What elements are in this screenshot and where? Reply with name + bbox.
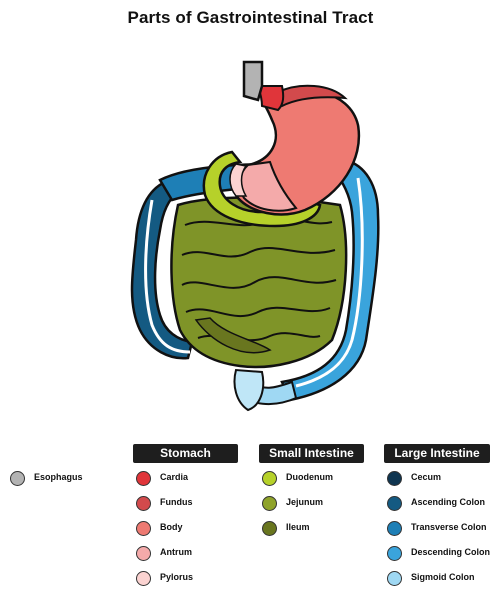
legend-item-fundus: Fundus	[136, 496, 246, 514]
legend-label: Body	[160, 522, 183, 532]
legend-label: Esophagus	[34, 472, 83, 482]
legend-label: Ileum	[286, 522, 310, 532]
body-swatch	[136, 521, 151, 536]
legend-label: Antrum	[160, 547, 192, 557]
legend-item-transverse-colon: Transverse Colon	[387, 521, 499, 539]
transverse-colon-swatch	[387, 521, 402, 536]
ileum-swatch	[262, 521, 277, 536]
legend-label: Ascending Colon	[411, 497, 485, 507]
legend-label: Cardia	[160, 472, 189, 482]
cecum	[233, 368, 265, 412]
legend-heading-large-intestine: Large Intestine	[384, 444, 490, 463]
ileum	[194, 317, 272, 354]
stomach-pylorus	[229, 163, 248, 197]
legend-item-antrum: Antrum	[136, 546, 246, 564]
diagram-title: Parts of Gastrointestinal Tract	[127, 8, 374, 27]
legend-item-pylorus: Pylorus	[136, 571, 246, 589]
duodenum	[202, 150, 322, 228]
cecum-swatch	[387, 471, 402, 486]
legend-item-cardia: Cardia	[136, 471, 246, 489]
legend-label: Jejunum	[286, 497, 324, 507]
legend-item-cecum: Cecum	[387, 471, 499, 489]
stomach-fundus	[276, 84, 348, 108]
ascending-colon-swatch	[387, 496, 402, 511]
legend-item-ileum: Ileum	[262, 521, 372, 539]
legend-item-jejunum: Jejunum	[262, 496, 372, 514]
esophagus	[242, 60, 264, 102]
legend-label: Descending Colon	[411, 547, 491, 557]
legend-item-ascending-colon: Ascending Colon	[387, 496, 499, 514]
cardia-swatch	[136, 471, 151, 486]
legend-label: Sigmoid Colon	[411, 572, 475, 582]
legend-label: Duodenum	[286, 472, 333, 482]
duodenum-swatch	[262, 471, 277, 486]
legend-label: Cecum	[411, 472, 442, 482]
legend-item-duodenum: Duodenum	[262, 471, 372, 489]
legend-heading-stomach: Stomach	[133, 444, 238, 463]
gi-tract-illustration	[130, 60, 380, 412]
descending-colon-swatch	[387, 546, 402, 561]
legend-label: Pylorus	[160, 572, 194, 582]
legend-label: Fundus	[160, 497, 193, 507]
legend-label: Transverse Colon	[411, 522, 487, 532]
esophagus-swatch	[10, 471, 25, 486]
jejunum-swatch	[262, 496, 277, 511]
legend-heading-small-intestine: Small Intestine	[259, 444, 364, 463]
legend-item-descending-colon: Descending Colon	[387, 546, 499, 564]
pylorus-swatch	[136, 571, 151, 586]
legend-item-esophagus: Esophagus	[10, 471, 120, 489]
legend-item-body: Body	[136, 521, 246, 539]
antrum-swatch	[136, 546, 151, 561]
sigmoid-colon-swatch	[387, 571, 402, 586]
legend-item-sigmoid-colon: Sigmoid Colon	[387, 571, 499, 589]
fundus-swatch	[136, 496, 151, 511]
